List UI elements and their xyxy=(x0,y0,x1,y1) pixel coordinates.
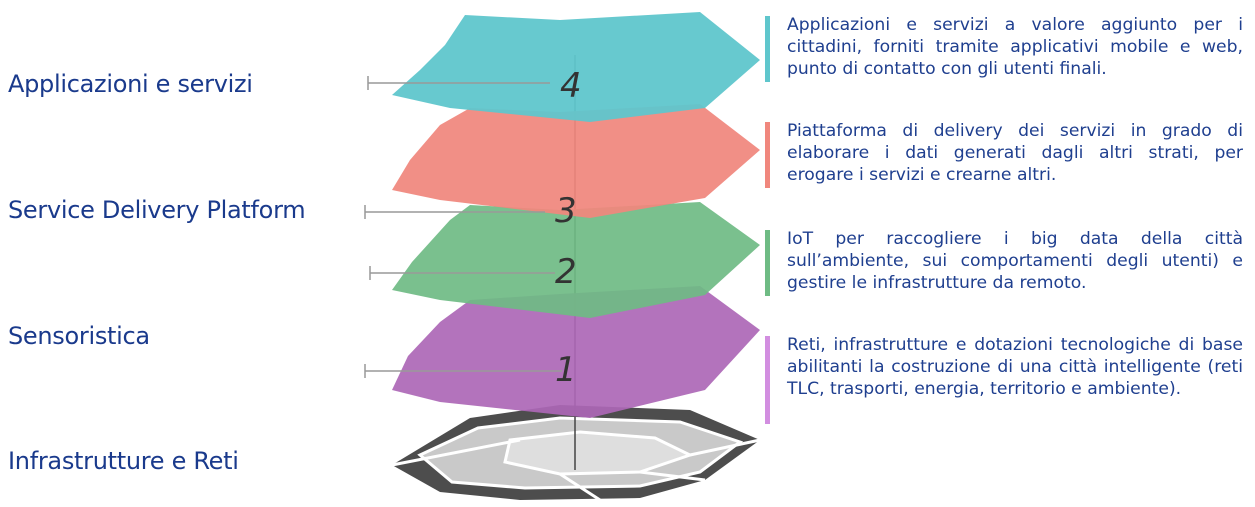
description-text-layer-1: Reti, infrastrutture e dotazioni tecnolo… xyxy=(787,335,1243,399)
color-bar-layer-3 xyxy=(765,122,770,188)
layer-4-applicazioni: 4 xyxy=(367,12,760,122)
description-layer-3: Piattaforma di delivery dei servizi in g… xyxy=(765,120,1243,188)
layer-1-infrastrutture: 1 xyxy=(364,286,760,418)
description-layer-2: IoT per raccogliere i big data della cit… xyxy=(765,228,1243,296)
layer-2-sensoristica: 2 xyxy=(369,202,760,318)
label-sensoristica: Sensoristica xyxy=(8,322,150,350)
label-service-delivery-platform: Service Delivery Platform xyxy=(8,196,306,224)
description-text-layer-2: IoT per raccogliere i big data della cit… xyxy=(787,229,1243,293)
label-infrastrutture-reti: Infrastrutture e Reti xyxy=(8,447,239,475)
layer-3-service-delivery: 3 xyxy=(364,104,760,231)
layer-3-number: 3 xyxy=(555,191,577,231)
color-bar-layer-2 xyxy=(765,230,770,296)
description-text-layer-4: Applicazioni e servizi a valore aggiunto… xyxy=(787,15,1243,79)
layer-4-number: 4 xyxy=(560,66,582,106)
color-bar-layer-1 xyxy=(765,336,770,424)
description-text-layer-3: Piattaforma di delivery dei servizi in g… xyxy=(787,121,1243,185)
description-layer-4: Applicazioni e servizi a valore aggiunto… xyxy=(765,14,1243,82)
layer-stack-diagram: 1 2 3 4 xyxy=(364,12,761,502)
layer-1-number: 1 xyxy=(555,350,577,390)
color-bar-layer-4 xyxy=(765,16,770,82)
layer-2-number: 2 xyxy=(555,252,577,292)
description-layer-1: Reti, infrastrutture e dotazioni tecnolo… xyxy=(765,334,1243,424)
label-applicazioni-servizi: Applicazioni e servizi xyxy=(8,70,253,98)
base-city-map xyxy=(391,405,761,502)
